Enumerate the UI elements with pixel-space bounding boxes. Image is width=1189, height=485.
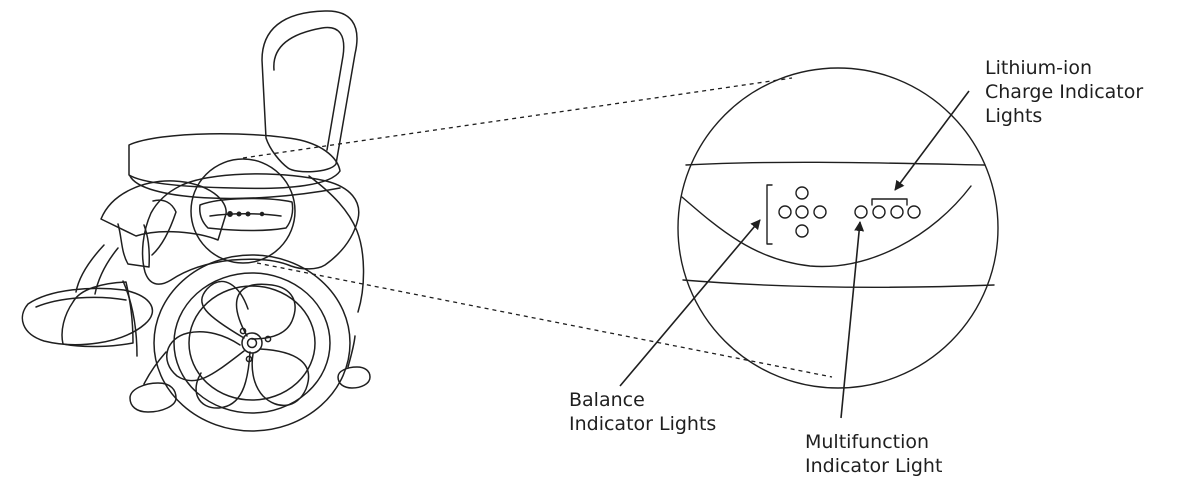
lithium-label-line-1: Lithium-ion [985, 57, 1092, 79]
label-arrows [619, 90, 970, 419]
balance-bracket-icon [766, 184, 773, 245]
arrow-multifunction-light [840, 221, 865, 419]
seat-front-line [129, 175, 341, 200]
hub-bolt-b [264, 335, 272, 343]
mobility-device-illustration [21, 10, 371, 432]
panel-led-c [245, 211, 251, 217]
panel-led-b [236, 211, 242, 217]
multifunction-label-line-1: Multifunction [805, 431, 930, 453]
balance-light-top [795, 186, 809, 200]
zoomed-indicator-panel [677, 67, 999, 389]
lithium-label-line-3: Lights [985, 105, 1043, 127]
left-arm-outline [100, 180, 227, 241]
left-fender [61, 281, 134, 348]
zoom-guide-top [242, 77, 793, 159]
wheel-inner-ring [188, 285, 316, 401]
zoom-view-circle [677, 67, 999, 389]
body-side-panel [199, 197, 294, 232]
wheel-spoke-bottom [195, 351, 251, 409]
balance-light-left [778, 205, 792, 219]
device-zoom-circle [190, 158, 296, 264]
lithium-charge-label: Lithium-ion Charge Indicator Lights [985, 56, 1143, 128]
hub-outer [241, 332, 263, 354]
charge-light-1 [872, 205, 886, 219]
arrow-balance-lights [619, 219, 761, 387]
front-control-column [151, 199, 177, 256]
arrow-lithium-charge [894, 90, 970, 191]
panel-led-a [227, 211, 233, 217]
balance-light-right [813, 205, 827, 219]
multifunction-label-line-2: Indicator Light [805, 455, 943, 477]
footrest-outline [21, 287, 154, 346]
left-strut [75, 244, 119, 295]
right-caster-foot [337, 366, 371, 389]
left-arm-front [117, 223, 150, 268]
multifunction-indicator-label: Multifunction Indicator Light [805, 430, 942, 478]
panel-top-edge [685, 161, 986, 166]
hub-bolt-a [239, 327, 247, 335]
wheel-spoke-top [236, 283, 296, 340]
seat-outline [128, 133, 341, 190]
charge-light-3 [907, 205, 921, 219]
left-frame-line [122, 280, 138, 357]
balance-light-bottom [795, 224, 809, 238]
right-caster-support [347, 335, 356, 368]
wheel-spoke-left [166, 331, 245, 382]
panel-center-curve [681, 185, 972, 268]
balance-indicator-label: Balance Indicator Lights [569, 388, 716, 436]
wheel-outer [153, 254, 351, 432]
footrest-top [35, 296, 127, 308]
wheel-rim [173, 272, 331, 414]
right-body-outline [308, 175, 365, 313]
balance-label-line-2: Indicator Lights [569, 413, 717, 435]
charge-light-2 [890, 205, 904, 219]
left-caster-foot [129, 382, 177, 413]
body-outline [141, 173, 360, 285]
backrest-outline [261, 10, 358, 173]
panel-bottom-edge [682, 279, 995, 288]
lithium-label-line-2: Charge Indicator [985, 81, 1144, 103]
panel-led-d [259, 211, 265, 217]
backrest-inner-line [273, 26, 345, 151]
wheel-spoke-right [251, 348, 310, 406]
balance-label-line-1: Balance [569, 389, 645, 411]
zoom-guide-bottom [256, 262, 833, 378]
left-caster-support [143, 351, 167, 385]
wheel-spoke-upper-left [201, 280, 249, 339]
multifunction-light [854, 205, 868, 219]
balance-light-center [795, 205, 809, 219]
hub-inner [246, 337, 258, 349]
zoom-guides [242, 77, 833, 378]
charge-lights-bracket-icon [871, 198, 908, 206]
hub-bolt-c [245, 355, 253, 363]
